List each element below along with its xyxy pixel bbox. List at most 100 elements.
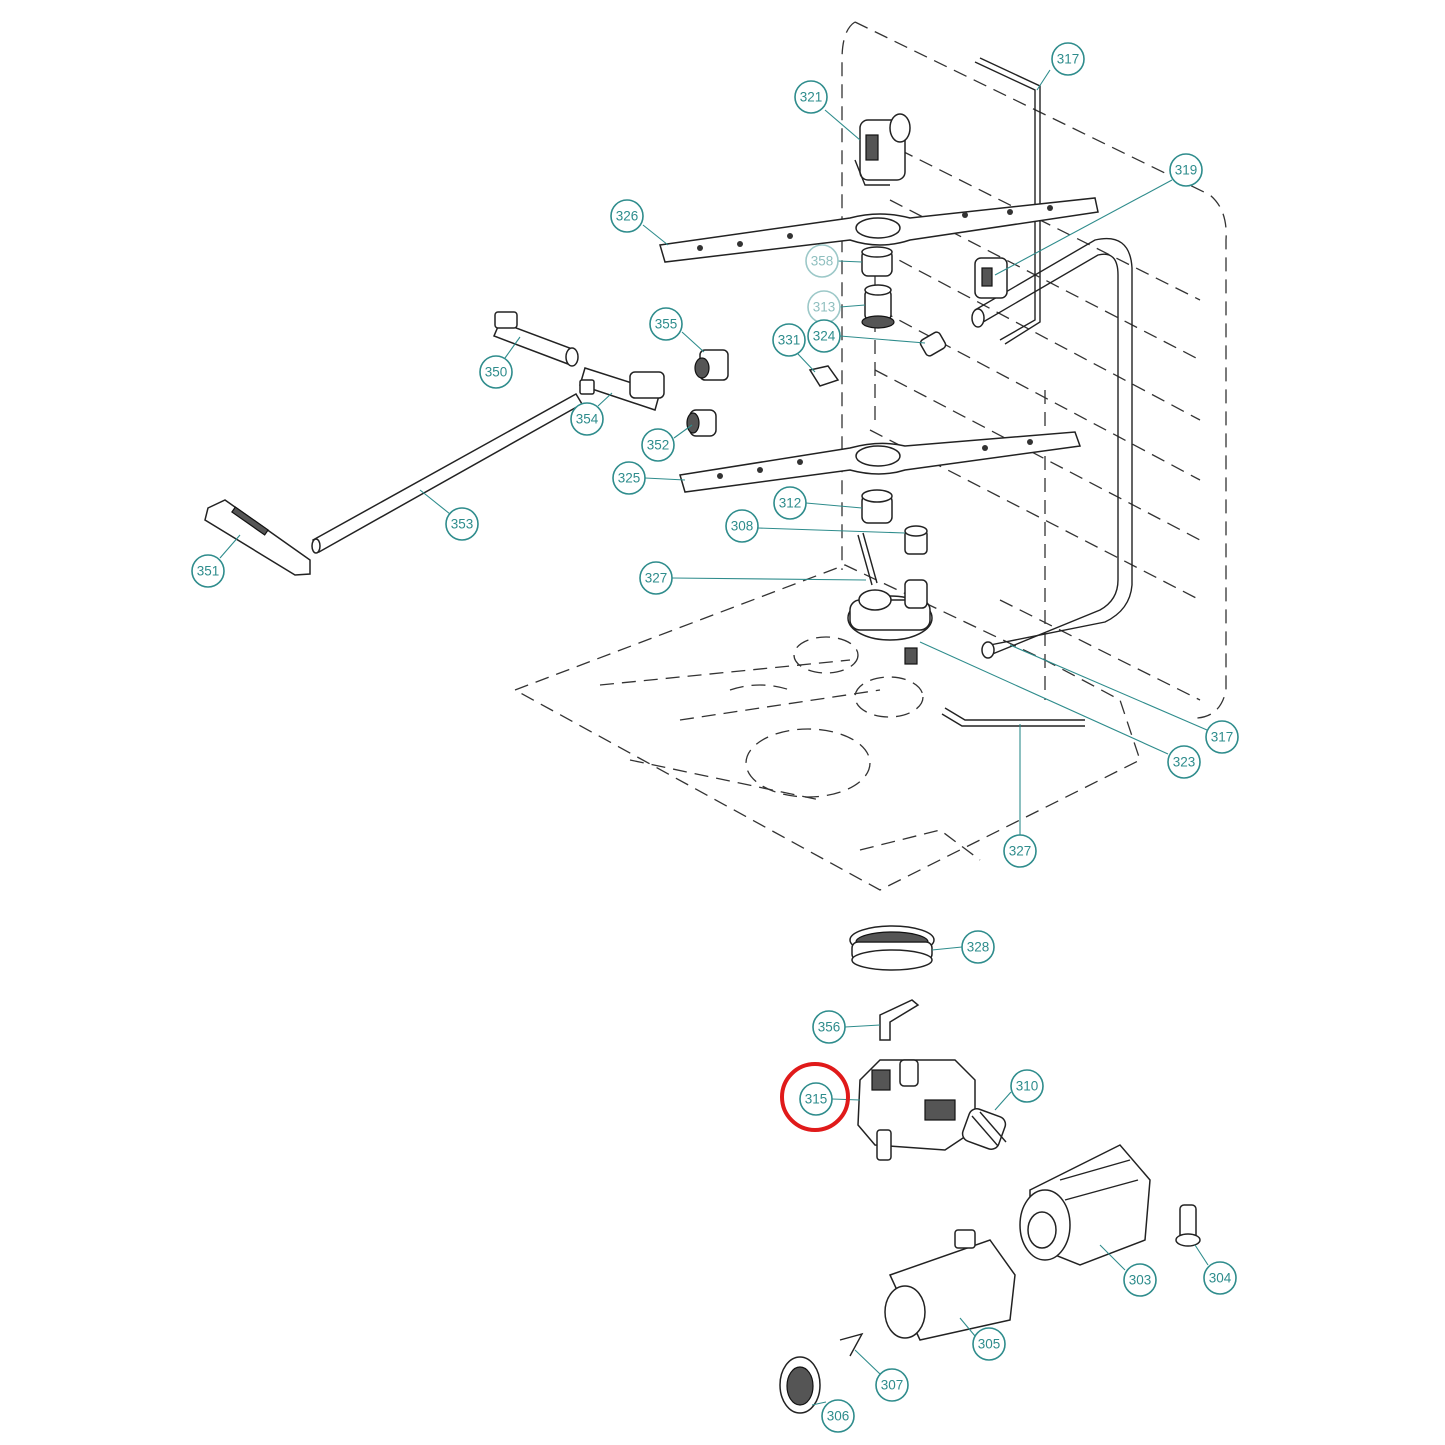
callout-label: 350 bbox=[485, 365, 508, 380]
callout-label: 319 bbox=[1175, 163, 1198, 178]
callout-354[interactable]: 354 bbox=[570, 402, 604, 436]
callout-label: 327 bbox=[645, 571, 668, 586]
part-315-sump bbox=[857, 1059, 976, 1161]
callout-350[interactable]: 350 bbox=[479, 355, 513, 389]
callout-305[interactable]: 305 bbox=[972, 1327, 1006, 1361]
callout-circle bbox=[807, 319, 841, 353]
callout-label: 304 bbox=[1209, 1271, 1232, 1286]
callout-label: 323 bbox=[1173, 755, 1196, 770]
callout-circle bbox=[875, 1368, 909, 1402]
callout-circle bbox=[1203, 1261, 1237, 1295]
callout-circle bbox=[1205, 720, 1239, 754]
part-313-nozzle bbox=[861, 284, 895, 329]
part-331-clip bbox=[808, 365, 840, 387]
callout-label: 317 bbox=[1057, 52, 1080, 67]
callout-328[interactable]: 328 bbox=[961, 930, 995, 964]
part-326-upper-spray-arm bbox=[659, 197, 1099, 263]
callout-358[interactable]: 358 bbox=[805, 244, 839, 278]
pipe-317-u bbox=[971, 237, 1133, 659]
callout-303[interactable]: 303 bbox=[1123, 1263, 1157, 1297]
part-325-lower-spray-arm bbox=[679, 431, 1082, 493]
callout-331[interactable]: 331 bbox=[772, 323, 806, 357]
callout-label: 352 bbox=[647, 438, 670, 453]
part-323-filter bbox=[847, 579, 933, 665]
callout-label: 315 bbox=[805, 1092, 828, 1107]
callout-325[interactable]: 325 bbox=[612, 461, 646, 495]
callout-group: 317 321 319 326 358 313 355 331 324 350 354 352 325 3… bbox=[191, 42, 1239, 1433]
callout-circle bbox=[641, 428, 675, 462]
callout-label: 313 bbox=[813, 300, 836, 315]
callout-circle bbox=[1169, 153, 1203, 187]
callout-label: 325 bbox=[618, 471, 641, 486]
callout-circle bbox=[610, 199, 644, 233]
callout-circle bbox=[799, 1082, 833, 1116]
part-356-lever bbox=[879, 999, 920, 1041]
callout-circle bbox=[794, 80, 828, 114]
callout-label: 310 bbox=[1016, 1079, 1039, 1094]
callout-310[interactable]: 310 bbox=[1010, 1069, 1044, 1103]
part-354-tube bbox=[579, 367, 665, 411]
part-327-rod-upper bbox=[857, 532, 878, 586]
part-350-tube bbox=[493, 311, 579, 367]
callout-319[interactable]: 319 bbox=[1169, 153, 1203, 187]
callout-352[interactable]: 352 bbox=[641, 428, 675, 462]
callout-label: 303 bbox=[1129, 1273, 1152, 1288]
callout-356[interactable]: 356 bbox=[812, 1010, 846, 1044]
part-307-clip bbox=[839, 1332, 864, 1357]
callout-circle bbox=[1167, 745, 1201, 779]
callout-circle bbox=[1003, 834, 1037, 868]
callout-circle bbox=[773, 486, 807, 520]
callout-304[interactable]: 304 bbox=[1203, 1261, 1237, 1295]
part-351-end-cap bbox=[204, 499, 311, 576]
callout-312[interactable]: 312 bbox=[773, 486, 807, 520]
callout-308[interactable]: 308 bbox=[725, 509, 759, 543]
callout-355[interactable]: 355 bbox=[649, 307, 683, 341]
callout-315[interactable]: 315 bbox=[799, 1082, 833, 1116]
callout-circle bbox=[725, 509, 759, 543]
part-324-valve bbox=[919, 331, 947, 357]
callout-circle bbox=[821, 1399, 855, 1433]
highlight-ring bbox=[780, 1062, 850, 1132]
callout-circle bbox=[639, 561, 673, 595]
callout-307[interactable]: 307 bbox=[875, 1368, 909, 1402]
callout-317[interactable]: 317 bbox=[1205, 720, 1239, 754]
callout-324[interactable]: 324 bbox=[807, 319, 841, 353]
part-303-motor bbox=[1019, 1144, 1151, 1266]
part-358-nut bbox=[861, 246, 893, 277]
callout-353[interactable]: 353 bbox=[445, 507, 479, 541]
callout-circle bbox=[805, 244, 839, 278]
part-305-heater bbox=[884, 1229, 1016, 1341]
callout-label: 355 bbox=[655, 317, 678, 332]
callout-323[interactable]: 323 bbox=[1167, 745, 1201, 779]
callout-circle bbox=[1051, 42, 1085, 76]
callout-label: 317 bbox=[1211, 730, 1234, 745]
callout-label: 351 bbox=[197, 564, 220, 579]
part-327-rod-lower bbox=[941, 707, 1085, 727]
callout-label: 327 bbox=[1009, 844, 1032, 859]
callout-351[interactable]: 351 bbox=[191, 554, 225, 588]
callout-label: 305 bbox=[978, 1337, 1001, 1352]
callout-326[interactable]: 326 bbox=[610, 199, 644, 233]
callout-label: 331 bbox=[778, 333, 801, 348]
part-308-cap bbox=[904, 525, 928, 555]
callout-circle bbox=[772, 323, 806, 357]
part-304-fitting bbox=[1175, 1204, 1201, 1247]
callout-label: 306 bbox=[827, 1409, 850, 1424]
callout-317[interactable]: 317 bbox=[1051, 42, 1085, 76]
callout-circle bbox=[570, 402, 604, 436]
part-306-cap bbox=[779, 1356, 821, 1414]
callout-306[interactable]: 306 bbox=[821, 1399, 855, 1433]
part-321-connector bbox=[854, 113, 911, 186]
callout-circle bbox=[972, 1327, 1006, 1361]
callout-327[interactable]: 327 bbox=[1003, 834, 1037, 868]
callout-321[interactable]: 321 bbox=[794, 80, 828, 114]
callout-circle bbox=[812, 1010, 846, 1044]
callout-327[interactable]: 327 bbox=[639, 561, 673, 595]
callout-label: 356 bbox=[818, 1020, 841, 1035]
part-355-connector bbox=[694, 349, 729, 381]
leader-lines bbox=[219, 69, 1209, 1406]
callout-313[interactable]: 313 bbox=[807, 290, 841, 324]
callout-label: 353 bbox=[451, 517, 474, 532]
callout-label: 326 bbox=[616, 209, 639, 224]
